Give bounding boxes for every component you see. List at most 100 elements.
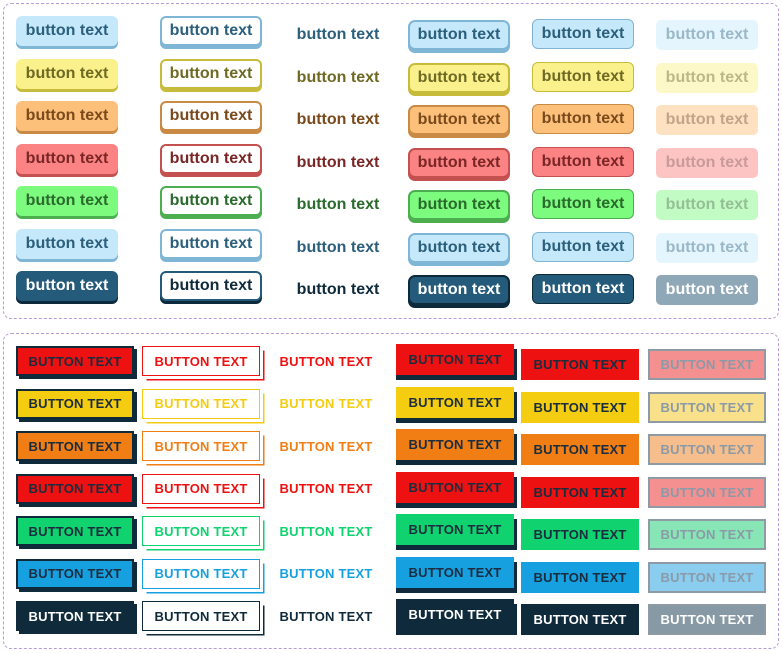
bold-navy-offset-button[interactable]: BUTTON TEXT <box>396 599 514 630</box>
soft-light-blue-2-text-button[interactable]: button text <box>290 233 386 263</box>
soft-buttons-panel <box>3 3 779 319</box>
bold-yellow-text-button[interactable]: BUTTON TEXT <box>276 389 376 419</box>
bold-buttons-panel <box>3 333 779 649</box>
bold-orange-offset-button[interactable]: BUTTON TEXT <box>396 429 514 460</box>
bold-green-faded-button[interactable]: BUTTON TEXT <box>648 519 766 550</box>
soft-navy-outlined-button[interactable]: button text <box>160 271 262 301</box>
soft-green-text-button[interactable]: button text <box>290 190 386 220</box>
soft-light-blue-2-outlined-button[interactable]: button text <box>160 228 262 259</box>
bold-green-offset-button[interactable]: BUTTON TEXT <box>396 514 514 545</box>
soft-orange-bordered-button[interactable]: button text <box>408 105 510 135</box>
button-label: BUTTON TEXT <box>28 396 122 411</box>
soft-navy-thin-border-button[interactable]: button text <box>532 274 634 304</box>
soft-yellow-thin-border-button[interactable]: button text <box>532 61 634 92</box>
bold-blue-text-button[interactable]: BUTTON TEXT <box>276 559 376 589</box>
button-label: BUTTON TEXT <box>28 481 122 496</box>
bold-red-offset-button[interactable]: BUTTON TEXT <box>396 344 514 375</box>
soft-navy-faded-button[interactable]: button text <box>656 275 758 305</box>
soft-red-thin-border-button[interactable]: button text <box>532 146 634 177</box>
soft-light-blue-2-bordered-button[interactable]: button text <box>408 232 510 263</box>
soft-green-faded-button[interactable]: button text <box>656 190 758 220</box>
button-label: button text <box>296 111 380 128</box>
button-label: button text <box>296 68 380 86</box>
bold-green-flat-button[interactable]: BUTTON TEXT <box>521 519 639 550</box>
bold-blue-outlined-button[interactable]: BUTTON TEXT <box>142 558 260 589</box>
bold-red-faded-button[interactable]: BUTTON TEXT <box>648 349 766 380</box>
bold-red-outlined-button[interactable]: BUTTON TEXT <box>142 346 260 376</box>
bold-red-2-outlined-button[interactable]: BUTTON TEXT <box>142 473 260 504</box>
soft-navy-bordered-button[interactable]: button text <box>408 275 510 305</box>
soft-red-text-button[interactable]: button text <box>290 148 386 178</box>
soft-yellow-outlined-button[interactable]: button text <box>160 58 262 89</box>
button-label: button text <box>665 281 749 298</box>
bold-red-text-button[interactable]: BUTTON TEXT <box>276 346 376 376</box>
soft-orange-faded-button[interactable]: button text <box>656 105 758 135</box>
soft-light-blue-2-thin-border-button[interactable]: button text <box>532 231 634 262</box>
bold-yellow-flat-button[interactable]: BUTTON TEXT <box>521 391 639 423</box>
soft-red-bordered-button[interactable]: button text <box>408 147 510 178</box>
bold-yellow-faded-button[interactable]: BUTTON TEXT <box>648 391 766 423</box>
soft-yellow-bordered-button[interactable]: button text <box>408 62 510 93</box>
bold-red-2-faded-button[interactable]: BUTTON TEXT <box>648 476 766 508</box>
button-label: button text <box>417 111 501 128</box>
bold-green-text-button[interactable]: BUTTON TEXT <box>276 516 376 546</box>
soft-orange-outlined-button[interactable]: button text <box>160 101 262 131</box>
bold-orange-drop-shadow-button[interactable]: BUTTON TEXT <box>16 431 134 461</box>
button-label: BUTTON TEXT <box>28 353 122 369</box>
soft-light-blue-faded-button[interactable]: button text <box>656 20 758 50</box>
soft-green-bordered-button[interactable]: button text <box>408 190 510 220</box>
bold-red-drop-shadow-button[interactable]: BUTTON TEXT <box>16 346 134 376</box>
bold-yellow-offset-button[interactable]: BUTTON TEXT <box>396 386 514 418</box>
bold-red-2-drop-shadow-button[interactable]: BUTTON TEXT <box>16 473 134 504</box>
bold-green-drop-shadow-button[interactable]: BUTTON TEXT <box>16 516 134 546</box>
button-label: BUTTON TEXT <box>28 608 122 624</box>
bold-red-flat-button[interactable]: BUTTON TEXT <box>521 349 639 380</box>
bold-orange-flat-button[interactable]: BUTTON TEXT <box>521 434 639 465</box>
soft-orange-thin-border-button[interactable]: button text <box>532 104 634 134</box>
soft-light-blue-2-filled-button[interactable]: button text <box>16 228 118 259</box>
bold-orange-text-button[interactable]: BUTTON TEXT <box>276 431 376 461</box>
bold-blue-offset-button[interactable]: BUTTON TEXT <box>396 556 514 588</box>
soft-red-outlined-button[interactable]: button text <box>160 143 262 174</box>
bold-red-2-offset-button[interactable]: BUTTON TEXT <box>396 471 514 503</box>
button-label: BUTTON TEXT <box>408 437 502 452</box>
bold-navy-text-button[interactable]: BUTTON TEXT <box>276 601 376 631</box>
button-label: BUTTON TEXT <box>408 394 502 410</box>
bold-blue-flat-button[interactable]: BUTTON TEXT <box>521 561 639 593</box>
soft-light-blue-2-faded-button[interactable]: button text <box>656 232 758 263</box>
bold-orange-outlined-button[interactable]: BUTTON TEXT <box>142 431 260 461</box>
soft-light-blue-filled-button[interactable]: button text <box>16 16 118 46</box>
soft-light-blue-bordered-button[interactable]: button text <box>408 20 510 50</box>
soft-yellow-filled-button[interactable]: button text <box>16 58 118 89</box>
soft-yellow-faded-button[interactable]: button text <box>656 62 758 93</box>
bold-navy-drop-shadow-button[interactable]: BUTTON TEXT <box>16 601 134 631</box>
soft-orange-text-button[interactable]: button text <box>290 105 386 135</box>
soft-green-outlined-button[interactable]: button text <box>160 186 262 216</box>
bold-yellow-outlined-button[interactable]: BUTTON TEXT <box>142 388 260 419</box>
soft-yellow-text-button[interactable]: button text <box>290 63 386 93</box>
bold-red-2-text-button[interactable]: BUTTON TEXT <box>276 474 376 504</box>
soft-green-thin-border-button[interactable]: button text <box>532 189 634 219</box>
button-label: BUTTON TEXT <box>279 438 373 454</box>
button-label: BUTTON TEXT <box>660 484 754 500</box>
bold-navy-flat-button[interactable]: BUTTON TEXT <box>521 604 639 635</box>
soft-light-blue-text-button[interactable]: button text <box>290 20 386 50</box>
soft-orange-filled-button[interactable]: button text <box>16 101 118 131</box>
soft-red-faded-button[interactable]: button text <box>656 147 758 178</box>
button-label: BUTTON TEXT <box>279 523 373 539</box>
soft-navy-filled-button[interactable]: button text <box>16 271 118 301</box>
soft-light-blue-outlined-button[interactable]: button text <box>160 16 262 46</box>
bold-green-outlined-button[interactable]: BUTTON TEXT <box>142 516 260 546</box>
soft-red-filled-button[interactable]: button text <box>16 143 118 174</box>
bold-yellow-drop-shadow-button[interactable]: BUTTON TEXT <box>16 388 134 419</box>
soft-green-filled-button[interactable]: button text <box>16 186 118 216</box>
button-label: button text <box>541 152 625 170</box>
bold-blue-drop-shadow-button[interactable]: BUTTON TEXT <box>16 558 134 589</box>
bold-navy-faded-button[interactable]: BUTTON TEXT <box>648 604 766 635</box>
bold-orange-faded-button[interactable]: BUTTON TEXT <box>648 434 766 465</box>
bold-blue-faded-button[interactable]: BUTTON TEXT <box>648 561 766 593</box>
bold-navy-outlined-button[interactable]: BUTTON TEXT <box>142 601 260 631</box>
soft-light-blue-thin-border-button[interactable]: button text <box>532 19 634 49</box>
soft-navy-text-button[interactable]: button text <box>290 275 386 305</box>
bold-red-2-flat-button[interactable]: BUTTON TEXT <box>521 476 639 508</box>
